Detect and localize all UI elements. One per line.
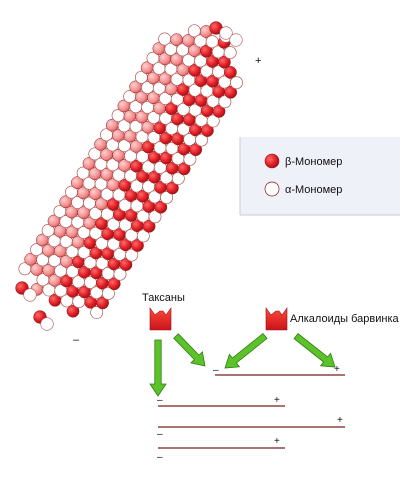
legend: β-Мономер α-Мономер [239,137,400,216]
vinca-arrow-right-icon [293,332,336,368]
filament-4-minus: – [157,452,163,463]
vinca-alkaloids-icon [265,307,288,331]
alpha-monomer [40,317,54,331]
beta-monomer [66,304,80,318]
filament-2-plus: + [274,395,280,406]
beta-monomer [96,296,109,310]
beta-monomer [131,239,144,252]
filament-4-plus: + [274,436,280,447]
beta-monomer [224,66,237,79]
filament-2-minus: – [157,395,163,406]
alpha-monomer [136,229,150,243]
alpha-monomer [223,46,237,60]
legend-beta-label: β-Мономер [285,156,342,168]
beta-monomer [224,85,238,99]
beta-monomer [107,277,121,291]
vinca-arrow-left-icon [224,332,268,369]
beta-monomer [201,124,214,137]
alpha-monomer [125,248,139,262]
filament-3-plus: + [337,415,343,426]
alpha-monomer [101,286,115,300]
alpha-monomer [219,26,233,40]
alpha-monomer [183,152,197,166]
alpha-monomer-swatch [264,181,280,197]
legend-box [240,137,400,215]
beta-monomer [177,162,191,176]
filament-1-minus: – [213,365,219,376]
beta-monomer [154,200,168,214]
filament-4: + – [157,436,285,463]
vinca-alkaloids-label: Алкалоиды барвинка [290,313,400,325]
alpha-monomer [90,306,104,319]
taxanes-arrow-diagonal-icon [173,333,206,367]
beta-monomer [166,181,179,195]
beta-monomer [189,143,203,157]
beta-monomer [119,258,133,271]
alpha-monomer [113,267,127,281]
microtubule-plus-end-label: + [255,55,261,67]
microtubule [18,24,243,319]
alpha-monomer [160,191,174,205]
alpha-monomer [218,95,232,109]
beta-monomer-swatch [264,153,280,169]
free-tubulin-dimers [15,21,243,331]
filament-3: – + [157,415,345,440]
alpha-monomer [148,210,162,224]
filament-2: – + [157,395,285,407]
alpha-monomer [206,114,220,128]
alpha-monomer [171,172,185,185]
alpha-monomer [23,288,37,302]
arrows [149,332,336,397]
beta-monomer [142,219,156,233]
legend-alpha-label: α-Мономер [285,184,342,196]
alpha-monomer [229,33,243,47]
filament-1-plus: + [334,364,340,375]
filament-1: – + [213,364,345,376]
beta-monomer [218,55,231,69]
microtubule-minus-end-label: – [73,334,80,346]
taxanes-icon [149,307,172,331]
beta-monomer [212,105,226,118]
filament-3-minus: – [157,429,163,440]
taxanes-arrow-down-icon [149,339,167,397]
alpha-monomer [195,133,209,147]
alpha-monomer [230,76,243,90]
taxanes-label: Таксаны [142,292,185,304]
